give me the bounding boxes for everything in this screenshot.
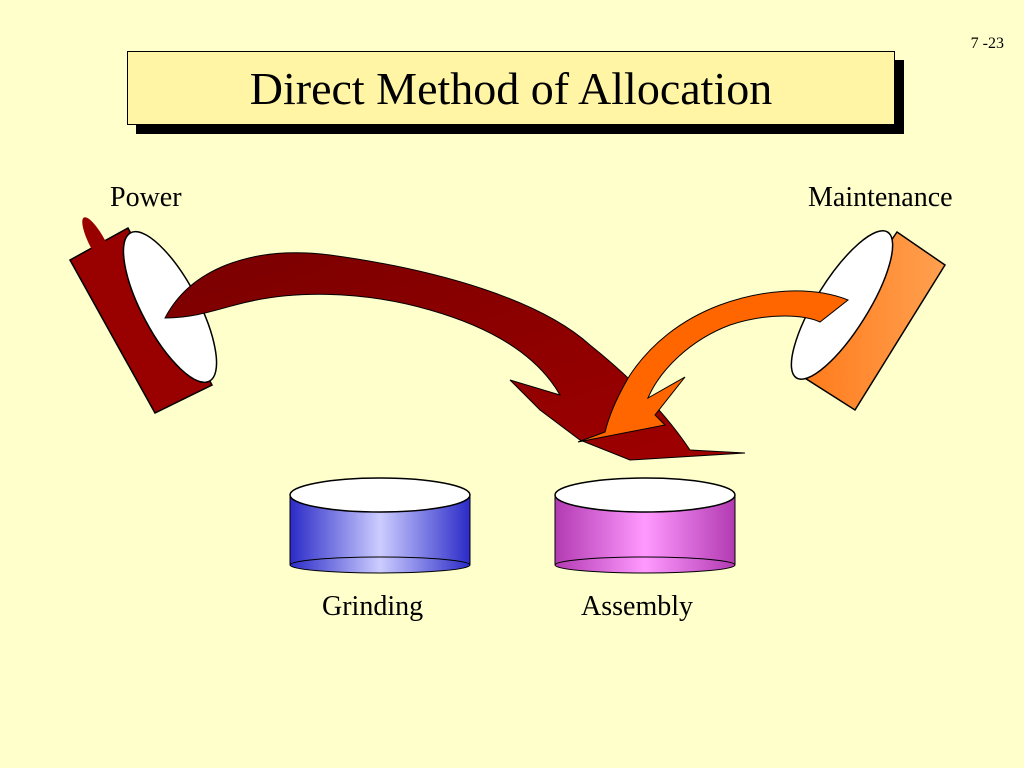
slide-title: Direct Method of Allocation [127,51,895,125]
grinding-label: Grinding [322,591,424,622]
maintenance-label: Maintenance [808,182,953,213]
grinding-drum [289,477,471,574]
maintenance-to-assembly-arrow [577,290,849,443]
assembly-drum [554,477,736,574]
power-to-assembly-arrow [164,252,746,461]
power-label: Power [110,182,182,213]
page-number: 7 -23 [970,35,1004,52]
power-cylinder [68,217,218,414]
assembly-label: Assembly [581,591,693,622]
